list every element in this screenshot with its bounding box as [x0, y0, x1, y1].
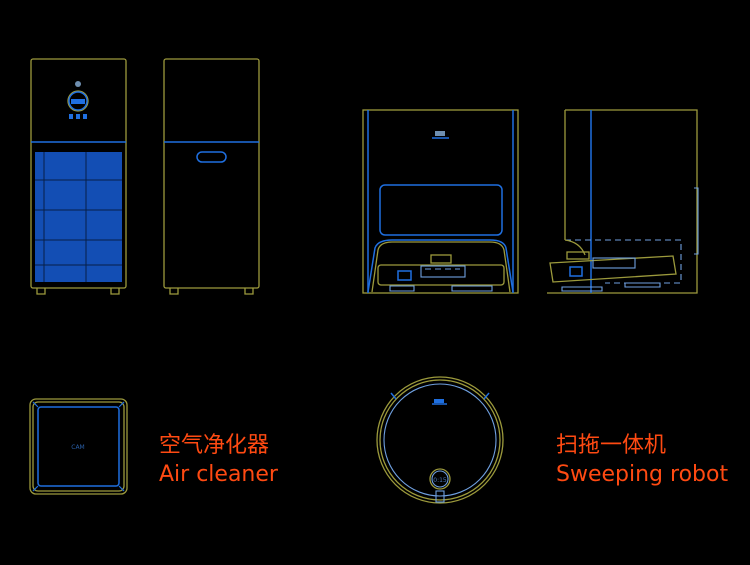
robot-station-side-view: [547, 109, 699, 294]
sweeping-robot-title-en: Sweeping robot: [556, 462, 729, 487]
sweeping-robot-title-cn: 扫拖一体机: [556, 433, 667, 458]
filter-mesh: [35, 152, 122, 282]
air-cleaner-label: 空气净化器 Air cleaner: [159, 431, 278, 489]
sweeping-robot-top-view: 0:15: [376, 376, 504, 504]
air-cleaner-title-en: Air cleaner: [159, 462, 278, 487]
air-cleaner-front-view: [30, 58, 127, 295]
robot-display-text: 0:15: [433, 477, 447, 484]
air-cleaner-title-cn: 空气净化器: [159, 433, 270, 458]
robot-station-front-view: [362, 109, 519, 294]
sweeping-robot-label: 扫拖一体机 Sweeping robot: [556, 431, 728, 489]
air-cleaner-side-view: [163, 58, 260, 295]
air-cleaner-top-view: CAM: [29, 398, 128, 495]
cam-text: CAM: [71, 444, 84, 451]
